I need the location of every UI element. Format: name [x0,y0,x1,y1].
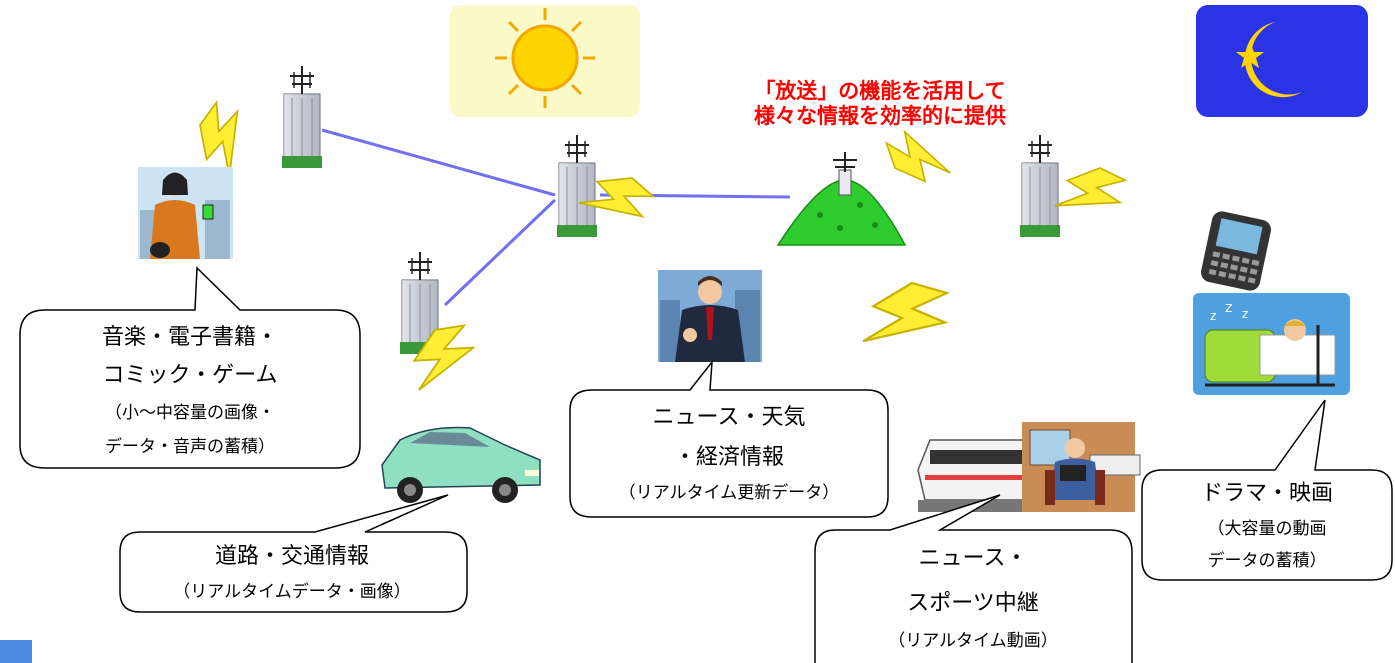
businessman-icon [658,270,762,362]
drama-line1: ドラマ・映画 [1201,481,1333,506]
music-line2: コミック・ゲーム [103,363,278,388]
lightning-icon [884,127,952,186]
news-weather-line3: （リアルタイム更新データ） [619,482,840,503]
lightning-icon [1048,151,1134,238]
speech-bubble [1141,399,1393,581]
pda-icon [1201,211,1271,291]
headline-line1: 「放送」の機能を活用して [754,79,1005,103]
speech-bubble [569,359,889,518]
callout-sports: ニュース・ スポーツ中継 （リアルタイム動画） [814,494,1133,663]
music-line1: 音楽・電子書籍・ [102,325,278,350]
tower-icon [556,134,598,238]
tower-icon [281,65,323,169]
music-line4: データ・音声の蓄積） [105,436,275,457]
news-weather-line1: ニュース・天気 [653,405,806,430]
traffic-line1: 道路・交通情報 [215,544,369,569]
sports-line2: スポーツ中継 [907,591,1039,616]
callout-news-weather: ニュース・天気 ・経済情報 （リアルタイム更新データ） [569,359,889,518]
callout-music: 音楽・電子書籍・ コミック・ゲーム （小～中容量の画像・ データ・音声の蓄積） [19,266,361,469]
sports-line1: ニュース・ [919,546,1028,571]
svg-text:z: z [1225,300,1232,316]
corner-marker [0,640,32,663]
sleeping-person-icon: z z z [1193,293,1350,395]
moon-icon [1196,5,1368,117]
svg-text:z: z [1210,309,1216,323]
headline-line2: 様々な情報を効率的に提供 [754,104,1006,128]
speech-bubble [119,494,468,613]
tower-icon [1019,134,1061,238]
drama-line2: （大容量の動画 [1208,519,1327,539]
mountain-tower-icon [776,152,907,246]
music-line3: （小～中容量の画像・ [105,403,275,423]
speech-bubble [814,494,1133,663]
news-weather-line2: ・経済情報 [674,445,784,470]
car-icon [381,426,541,503]
sun-icon [450,5,640,117]
speech-bubble [19,266,361,469]
callout-traffic: 道路・交通情報 （リアルタイムデータ・画像） [119,494,468,613]
lightning-icon [854,263,960,374]
callout-drama: ドラマ・映画 （大容量の動画 データの蓄積） [1141,399,1393,581]
drama-line3: データの蓄積） [1208,550,1327,571]
train-icon [917,422,1141,512]
svg-text:z: z [1242,307,1248,321]
link-line [443,198,557,307]
link-line [321,128,556,197]
traffic-line2: （リアルタイムデータ・画像） [173,581,411,602]
woman-phone-icon [138,167,233,259]
sports-line3: （リアルタイム動画） [888,631,1058,651]
